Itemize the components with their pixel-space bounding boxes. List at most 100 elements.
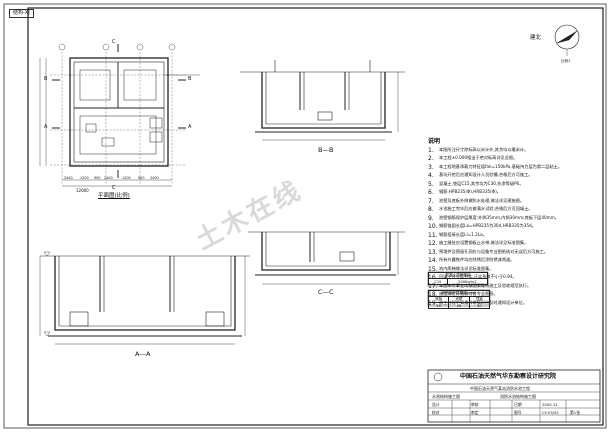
cover-table: 钢筋保护层厚度(mm) 底板 池壁 顶板 40 35 30: [427, 290, 491, 309]
plan-dim-label: 1200: [122, 176, 131, 180]
inner-frame: [27, 7, 604, 426]
project-name: 中国石油天然气某站消防水池工程: [470, 386, 530, 391]
plan-dim-label: 900: [94, 176, 101, 180]
note-item: 11.钢筋搭接长度Ll=1.2La。: [428, 231, 600, 239]
label-review: 审核: [471, 402, 479, 407]
plan-cut-a-left-label: A: [44, 124, 48, 130]
note-number: 3.: [428, 163, 434, 171]
date-label: 日期: [514, 402, 522, 407]
sheet-code-label: 结构-XJ: [9, 9, 34, 18]
note-item: 2. 本工程±0.000相当于绝对标高详见总图。: [428, 155, 600, 163]
plan-dim-label: 1200: [80, 176, 89, 180]
section-cc-view: [248, 231, 405, 285]
north-label: 建北: [530, 35, 542, 41]
outer-frame: [3, 3, 607, 429]
note-number: 14.: [428, 257, 438, 265]
plan-dim-label: 2400: [64, 176, 73, 180]
note-item: 14.所有外露铁件均应除锈后涂防锈漆两道。: [428, 257, 600, 265]
note-number: 13.: [428, 248, 438, 256]
note-item: 1. 本图所注尺寸除标高以米计外,其余均以毫米计。: [428, 146, 600, 154]
note-number: 9.: [428, 214, 434, 222]
plan-dim-label: 900: [138, 176, 145, 180]
material-grade: C15: [428, 278, 448, 285]
plan-dim-label: 2400: [150, 176, 159, 180]
note-text: 施工缝处应设置钢板止水带,做法详见标准图集。: [439, 240, 529, 246]
plan-dim-total: 12000: [76, 188, 89, 193]
notes-heading: 说明: [428, 138, 441, 145]
note-number: 15.: [428, 265, 438, 273]
plan-cut-top-label: C: [112, 39, 116, 45]
note-item: 9. 池壁钢筋保护层厚度:外侧35mm,内侧30mm;底板下层40mm。: [428, 214, 600, 222]
plan-cut-bottom-label: C: [112, 185, 116, 191]
label-check: 校对: [432, 410, 440, 415]
note-item: 7. 池壁及底板外侧做防水处理,做法详见建施图。: [428, 197, 600, 205]
section-cc-title: C—C: [318, 288, 334, 296]
drawing-name: 水池结构施工图: [432, 394, 460, 399]
note-item: 4. 基坑开挖后应通知设计人员验槽,合格后方可施工。: [428, 172, 600, 180]
institute-name: 中国石油天然气华东勘察设计研究院: [460, 373, 557, 380]
title-block-frame: [427, 369, 601, 423]
cover-val-1: 40: [427, 302, 450, 309]
note-item: 15.池内爬梯做法详见标准图集。: [428, 265, 600, 273]
note-number: 11.: [428, 231, 438, 239]
cover-val-3: 30: [468, 302, 491, 309]
section-aa-title: A—A: [135, 350, 151, 358]
sheet-number: 第1张: [570, 410, 581, 415]
note-item: 17.本图未尽事宜均按国家现行施工及验收规范执行。: [428, 282, 600, 290]
note-item: 3. 本工程地基承载力特征值fak=150kPa,基础持力层为第二层粘土。: [428, 163, 600, 171]
plan-cut-a-right-label: A: [188, 124, 192, 130]
note-number: 4.: [428, 172, 434, 180]
note-text: 钢筋搭接长度Ll=1.2La。: [439, 231, 487, 237]
plan-view: [39, 43, 200, 187]
plan-dim-label: 2400: [104, 176, 113, 180]
section-bb-view: [240, 60, 405, 141]
note-number: 8.: [428, 206, 434, 214]
note-number: 5.: [428, 180, 434, 188]
note-text: 基坑开挖后应通知设计人员验槽,合格后方可施工。: [439, 172, 533, 178]
note-number: 12.: [428, 240, 438, 248]
note-item: 10.钢筋锚固长度La=HPB235为30d,HRB335为35d。: [428, 223, 600, 231]
note-text: 预埋件及预留孔洞应与设备专业图纸核对无误后方可施工。: [439, 248, 548, 254]
note-text: 钢筋锚固长度La=HPB235为30d,HRB335为35d。: [439, 223, 536, 229]
plan-view-title: 平面图(比例): [98, 193, 130, 199]
note-number: 6.: [428, 189, 434, 197]
material-table: 混凝土强度等级 C15 200Kg/m2: [428, 272, 489, 285]
note-text: 本图所注尺寸除标高以米计外,其余均以毫米计。: [439, 146, 529, 152]
plan-cut-b-right-label: B: [188, 76, 192, 82]
label-design: 设计: [432, 402, 440, 407]
north-scale-hint: 比例1: [561, 59, 571, 63]
section-aa-view: [39, 251, 250, 345]
note-number: 17.: [428, 282, 438, 290]
note-text: 本图未尽事宜均按国家现行施工及验收规范执行。: [439, 282, 532, 288]
label-approve: 审定: [471, 410, 479, 415]
note-number: 7.: [428, 197, 434, 205]
note-item: 12.施工缝处应设置钢板止水带,做法详见标准图集。: [428, 240, 600, 248]
date-value: 2005.12: [542, 402, 558, 407]
note-text: 所有外露铁件均应除锈后涂防锈漆两道。: [439, 257, 515, 263]
note-text: 混凝土:垫层C15,其余均为C30,抗渗等级P6。: [439, 180, 524, 186]
section-bb-title: B—B: [318, 146, 334, 154]
note-item: 13.预埋件及预留孔洞应与设备专业图纸核对无误后方可施工。: [428, 248, 600, 256]
note-text: 池内爬梯做法详见标准图集。: [439, 265, 494, 271]
note-item: 8. 水池施工完毕后应做满水试验,合格后方可回填土。: [428, 206, 600, 214]
drawing-code: CY-03/02: [542, 410, 559, 415]
note-number: 1.: [428, 146, 434, 154]
note-text: 池壁及底板外侧做防水处理,做法详见建施图。: [439, 197, 525, 203]
note-text: 本工程地基承载力特征值fak=150kPa,基础持力层为第二层粘土。: [439, 163, 562, 169]
drawing-subname: 消防水池结构施工图: [500, 394, 536, 399]
note-number: 10.: [428, 223, 438, 231]
note-text: 池壁钢筋保护层厚度:外侧35mm,内侧30mm;底板下层40mm。: [439, 214, 559, 220]
plan-cut-b-left-label: B: [44, 76, 48, 82]
code-label: 图号: [514, 410, 522, 415]
note-item: 6. 钢筋:HPB235(Φ),HRB335(Φ)。: [428, 189, 600, 197]
note-text: 水池施工完毕后应做满水试验,合格后方可回填土。: [439, 206, 533, 212]
north-arrow: [554, 24, 580, 56]
note-text: 本工程±0.000相当于绝对标高详见总图。: [439, 155, 518, 161]
note-text: 钢筋:HPB235(Φ),HRB335(Φ)。: [439, 189, 501, 195]
material-value: 200Kg/m2: [446, 278, 489, 285]
cover-val-2: 35: [448, 302, 470, 309]
note-number: 2.: [428, 155, 434, 163]
note-item: 5. 混凝土:垫层C15,其余均为C30,抗渗等级P6。: [428, 180, 600, 188]
